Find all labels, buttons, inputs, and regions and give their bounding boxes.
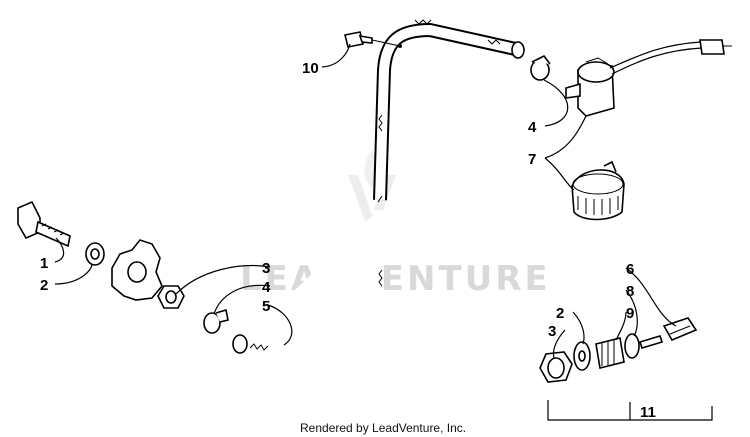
- bolt-part-1: [17, 200, 71, 248]
- callout-9: 9: [626, 305, 634, 322]
- callout-1: 1: [40, 255, 48, 272]
- callout-2-left: 2: [40, 277, 48, 294]
- callout-8: 8: [626, 283, 634, 300]
- callout-3-left: 3: [262, 260, 270, 277]
- callout-7: 7: [528, 151, 536, 168]
- sprocket: [111, 239, 163, 301]
- callout-4-right: 4: [528, 119, 537, 136]
- assembly-part-11: [539, 317, 698, 383]
- callout-6: 6: [626, 261, 634, 278]
- bracket-part-7: [571, 160, 625, 221]
- callout-3-right: 3: [548, 323, 556, 340]
- clamp-part-4-left: [203, 308, 229, 334]
- callout-5: 5: [262, 298, 270, 315]
- watermark-text: LEADVENTURE: [240, 259, 551, 299]
- callout-10: 10: [302, 60, 319, 77]
- watermark: LEADVENTURE: [240, 150, 551, 299]
- callout-11: 11: [640, 404, 656, 421]
- fitting-part-10: [344, 31, 402, 48]
- callout-2-right: 2: [556, 305, 564, 322]
- callouts: 1 2 3 4 5 10 4 7 6 8 9 2 3 11: [40, 60, 656, 421]
- leader-lines: [54, 43, 713, 421]
- nut-part-3-left: [157, 285, 185, 309]
- footer-credit: Rendered by LeadVenture, Inc.: [300, 421, 466, 435]
- washer-part-2-left: [85, 242, 105, 266]
- clamp-part-4-right: [530, 54, 551, 81]
- sensor-part-7: [565, 39, 732, 117]
- callout-4-left: 4: [262, 279, 271, 296]
- hose: [232, 19, 525, 401]
